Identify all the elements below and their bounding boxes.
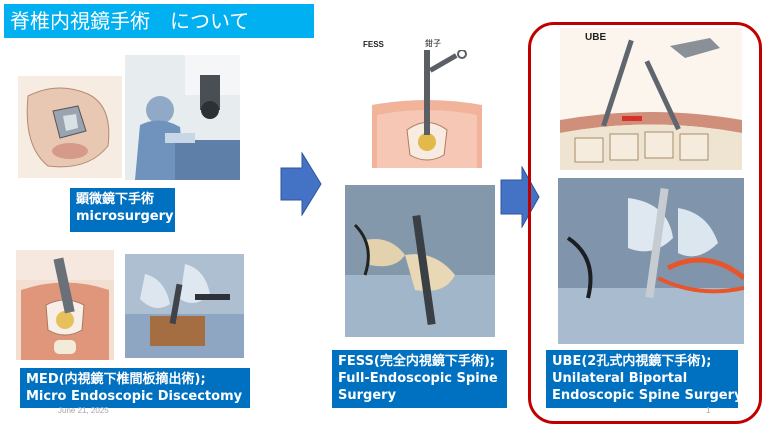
fess-label-ja: FESS(完全内視鏡下手術); (338, 354, 495, 369)
fess-label-en-1: Full-Endoscopic Spine (338, 371, 498, 386)
fess-diagram-title: FESS (363, 40, 384, 49)
fess-label-en-2: Surgery (338, 388, 397, 403)
ube-diagram-title: UBE (585, 32, 607, 43)
ube-highlight-frame (528, 22, 762, 424)
med-label: MED(内視鏡下椎間板摘出術); Micro Endoscopic Discec… (20, 368, 250, 408)
microsurgery-label-en: microsurgery (76, 209, 174, 224)
fess-photo (345, 185, 495, 337)
ube-label: UBE(2孔式内視鏡下手術); Unilateral Biportal Endo… (546, 350, 743, 408)
fess-diagram-annotation: 鉗子 (425, 39, 441, 48)
slide-title: 脊椎内視鏡手術 について (4, 4, 314, 38)
ube-photo (558, 178, 744, 344)
microsurgery-illustration (18, 76, 122, 178)
med-label-en: Micro Endoscopic Discectomy (26, 389, 243, 404)
med-illustration (16, 250, 114, 360)
med-label-ja: MED(内視鏡下椎間板摘出術); (26, 372, 206, 387)
ube-label-en-2: Endoscopic Spine Surgery (552, 388, 743, 403)
microsurgery-label-ja: 顕微鏡下手術 (76, 192, 155, 207)
fess-diagram (372, 50, 482, 168)
med-photo (125, 254, 244, 358)
ube-label-ja: UBE(2孔式内視鏡下手術); (552, 354, 712, 369)
fess-label: FESS(完全内視鏡下手術); Full-Endoscopic Spine Su… (332, 350, 507, 408)
right-arrow-icon (280, 152, 322, 216)
slide-page-number: 1 (706, 406, 711, 415)
slide-date: June 21, 2025 (58, 406, 109, 415)
ube-label-en-1: Unilateral Biportal (552, 371, 688, 386)
microsurgery-photo (125, 55, 240, 180)
ube-diagram (560, 28, 742, 170)
microsurgery-label: 顕微鏡下手術 microsurgery (70, 188, 175, 232)
